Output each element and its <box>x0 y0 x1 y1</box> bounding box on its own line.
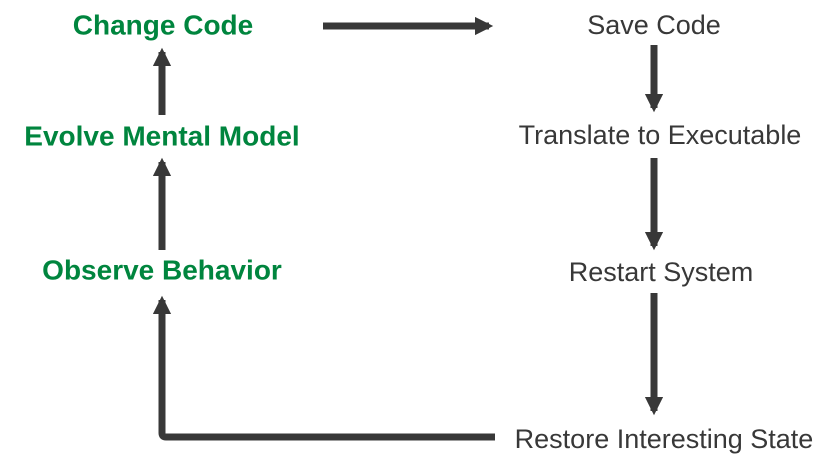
node-translate-to-executable: Translate to Executable <box>518 120 802 151</box>
node-evolve-mental-model: Evolve Mental Model <box>24 120 300 152</box>
node-change-code: Change Code <box>72 9 254 41</box>
arrow-restore-to-observe-behavior <box>152 295 495 441</box>
node-restore-interesting-state: Restore Interesting State <box>514 424 814 455</box>
node-save-code: Save Code <box>587 10 721 41</box>
node-restart-system: Restart System <box>568 257 754 288</box>
node-observe-behavior: Observe Behavior <box>42 254 282 286</box>
